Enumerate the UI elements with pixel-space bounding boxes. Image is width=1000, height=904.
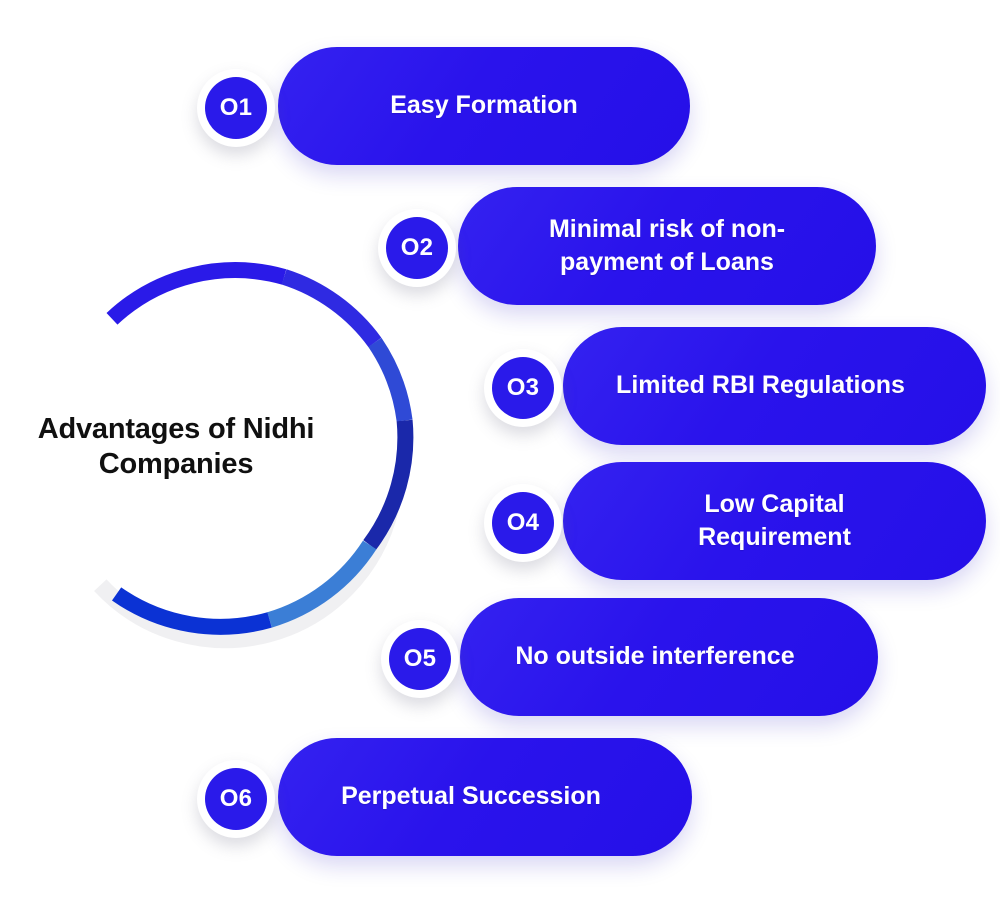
advantage-badge[interactable]: O3: [484, 349, 562, 427]
ring-segment-top-arc: [106, 262, 287, 325]
center-ring-graphic: [60, 255, 430, 655]
ring-segment-lower-light-blue: [267, 540, 377, 628]
badge-number: O5: [403, 645, 437, 672]
advantage-bar[interactable]: Easy Formation: [278, 47, 690, 165]
badge-number: O2: [400, 234, 434, 261]
badge-disc: O6: [205, 768, 267, 830]
advantage-label: Perpetual Succession: [341, 782, 601, 811]
advantage-bar[interactable]: Perpetual Succession: [278, 738, 692, 856]
badge-number: O3: [506, 374, 540, 401]
center-title: Advantages of Nidhi Companies: [37, 413, 315, 481]
advantage-badge[interactable]: O6: [197, 760, 275, 838]
advantage-row: Perpetual Succession O6: [0, 738, 1000, 858]
advantage-bar[interactable]: Low Capital Requirement: [563, 462, 986, 580]
badge-number: O4: [506, 509, 540, 536]
advantage-badge[interactable]: O1: [197, 69, 275, 147]
advantage-label: No outside interference: [515, 642, 795, 671]
ring-segment-lower-right-navy: [363, 419, 414, 550]
advantage-row: Minimal risk of non- payment of Loans O2: [0, 187, 1000, 307]
badge-disc: O3: [492, 357, 554, 419]
advantage-bar[interactable]: Limited RBI Regulations: [563, 327, 986, 445]
advantage-label: Easy Formation: [390, 91, 578, 120]
ring-segment-right-arc: [368, 337, 413, 422]
advantage-row: Easy Formation O1: [0, 47, 1000, 167]
advantage-bar[interactable]: No outside interference: [460, 598, 878, 716]
advantage-badge[interactable]: O4: [484, 484, 562, 562]
ring-segment-bottom-blue: [111, 587, 272, 635]
advantage-label: Limited RBI Regulations: [616, 371, 905, 400]
ring-segment-upper-right-arc: [281, 269, 382, 348]
advantage-row: Low Capital Requirement O4: [0, 462, 1000, 582]
advantage-label: Low Capital Requirement: [698, 489, 851, 551]
badge-disc: O5: [389, 628, 451, 690]
badge-number: O1: [219, 94, 253, 121]
advantage-bar[interactable]: Minimal risk of non- payment of Loans: [458, 187, 876, 305]
advantage-label: Minimal risk of non- payment of Loans: [548, 214, 786, 276]
advantage-badge[interactable]: O5: [381, 620, 459, 698]
badge-disc: O2: [386, 217, 448, 279]
badge-number: O6: [219, 785, 253, 812]
badge-disc: O1: [205, 77, 267, 139]
advantage-row: No outside interference O5: [0, 598, 1000, 718]
ring-svg: [94, 262, 414, 649]
badge-disc: O4: [492, 492, 554, 554]
advantage-row: Limited RBI Regulations O3: [0, 327, 1000, 447]
advantage-badge[interactable]: O2: [378, 209, 456, 287]
